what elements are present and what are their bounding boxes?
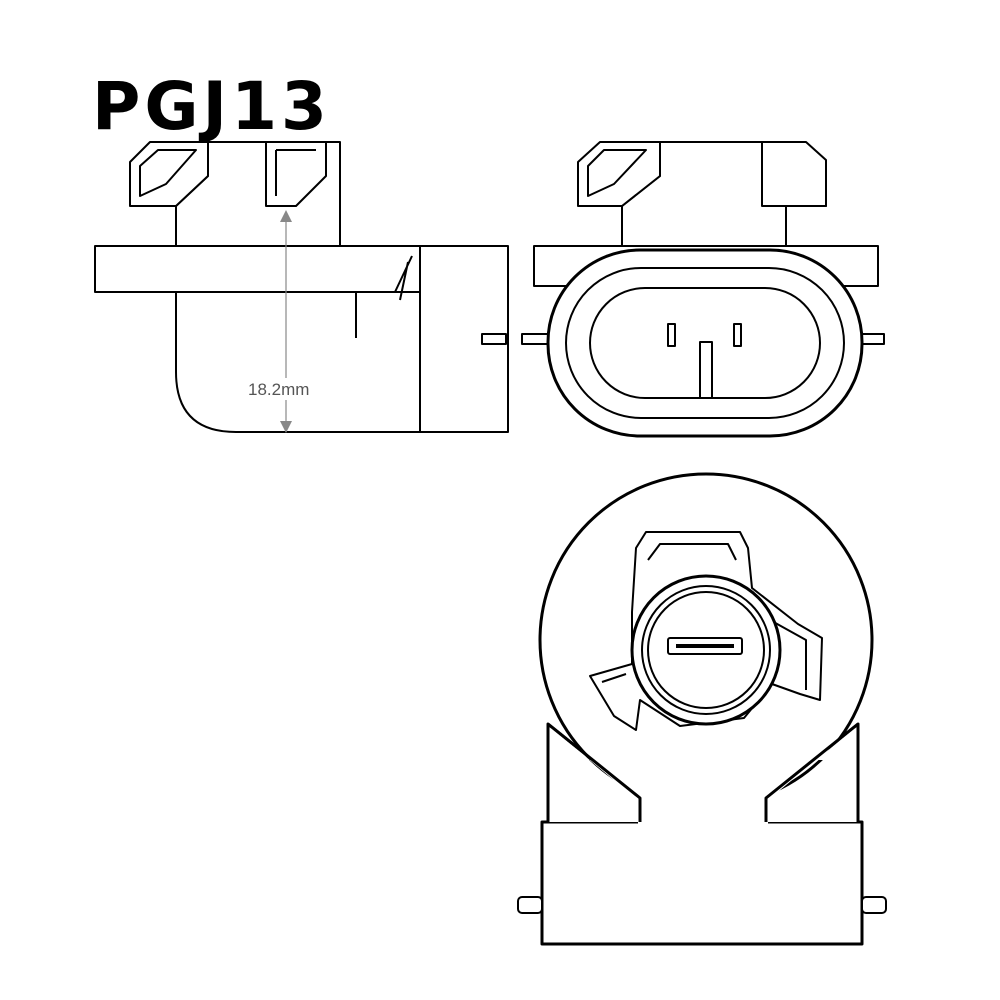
front-view [521, 141, 885, 438]
side-latch-left [129, 141, 209, 207]
front-latch-left-line [587, 149, 647, 197]
side-body [175, 245, 509, 433]
bottom-pin-left [517, 896, 543, 914]
bottom-contact-blade [676, 644, 734, 648]
bottom-view [517, 472, 887, 946]
side-latch-right [265, 141, 327, 207]
bottom-retainer-inner [601, 543, 807, 690]
bottom-pin-right [861, 896, 887, 914]
side-latch-right-line [275, 149, 316, 196]
bottom-ring-inner [647, 591, 765, 709]
bottom-ring-middle [641, 585, 771, 715]
side-flange [94, 245, 421, 293]
front-terminal-left [667, 323, 676, 347]
dimension-arrow-bottom [280, 421, 292, 433]
side-view: 18.2mm [94, 141, 509, 433]
front-terminal-right [733, 323, 742, 347]
bottom-ring-outer [630, 574, 782, 726]
front-pin-left [521, 333, 551, 345]
front-center-key [699, 341, 713, 398]
front-oval-inner [589, 287, 821, 399]
diagram-title: PGJ13 [92, 68, 331, 145]
side-pin [481, 333, 507, 345]
front-oval-middle [565, 267, 845, 419]
bottom-base [540, 820, 864, 946]
dimension-label: 18.2mm [248, 380, 309, 399]
bottom-neck-edges [547, 722, 859, 822]
bottom-contact-slot [667, 637, 743, 655]
front-latch-right [761, 141, 827, 207]
side-flange-edge [394, 255, 413, 301]
dimension-arrow-top [280, 210, 292, 222]
dimension-label-bg [244, 378, 340, 400]
side-latch-left-line [139, 149, 197, 197]
bottom-neck-fill [551, 728, 855, 824]
